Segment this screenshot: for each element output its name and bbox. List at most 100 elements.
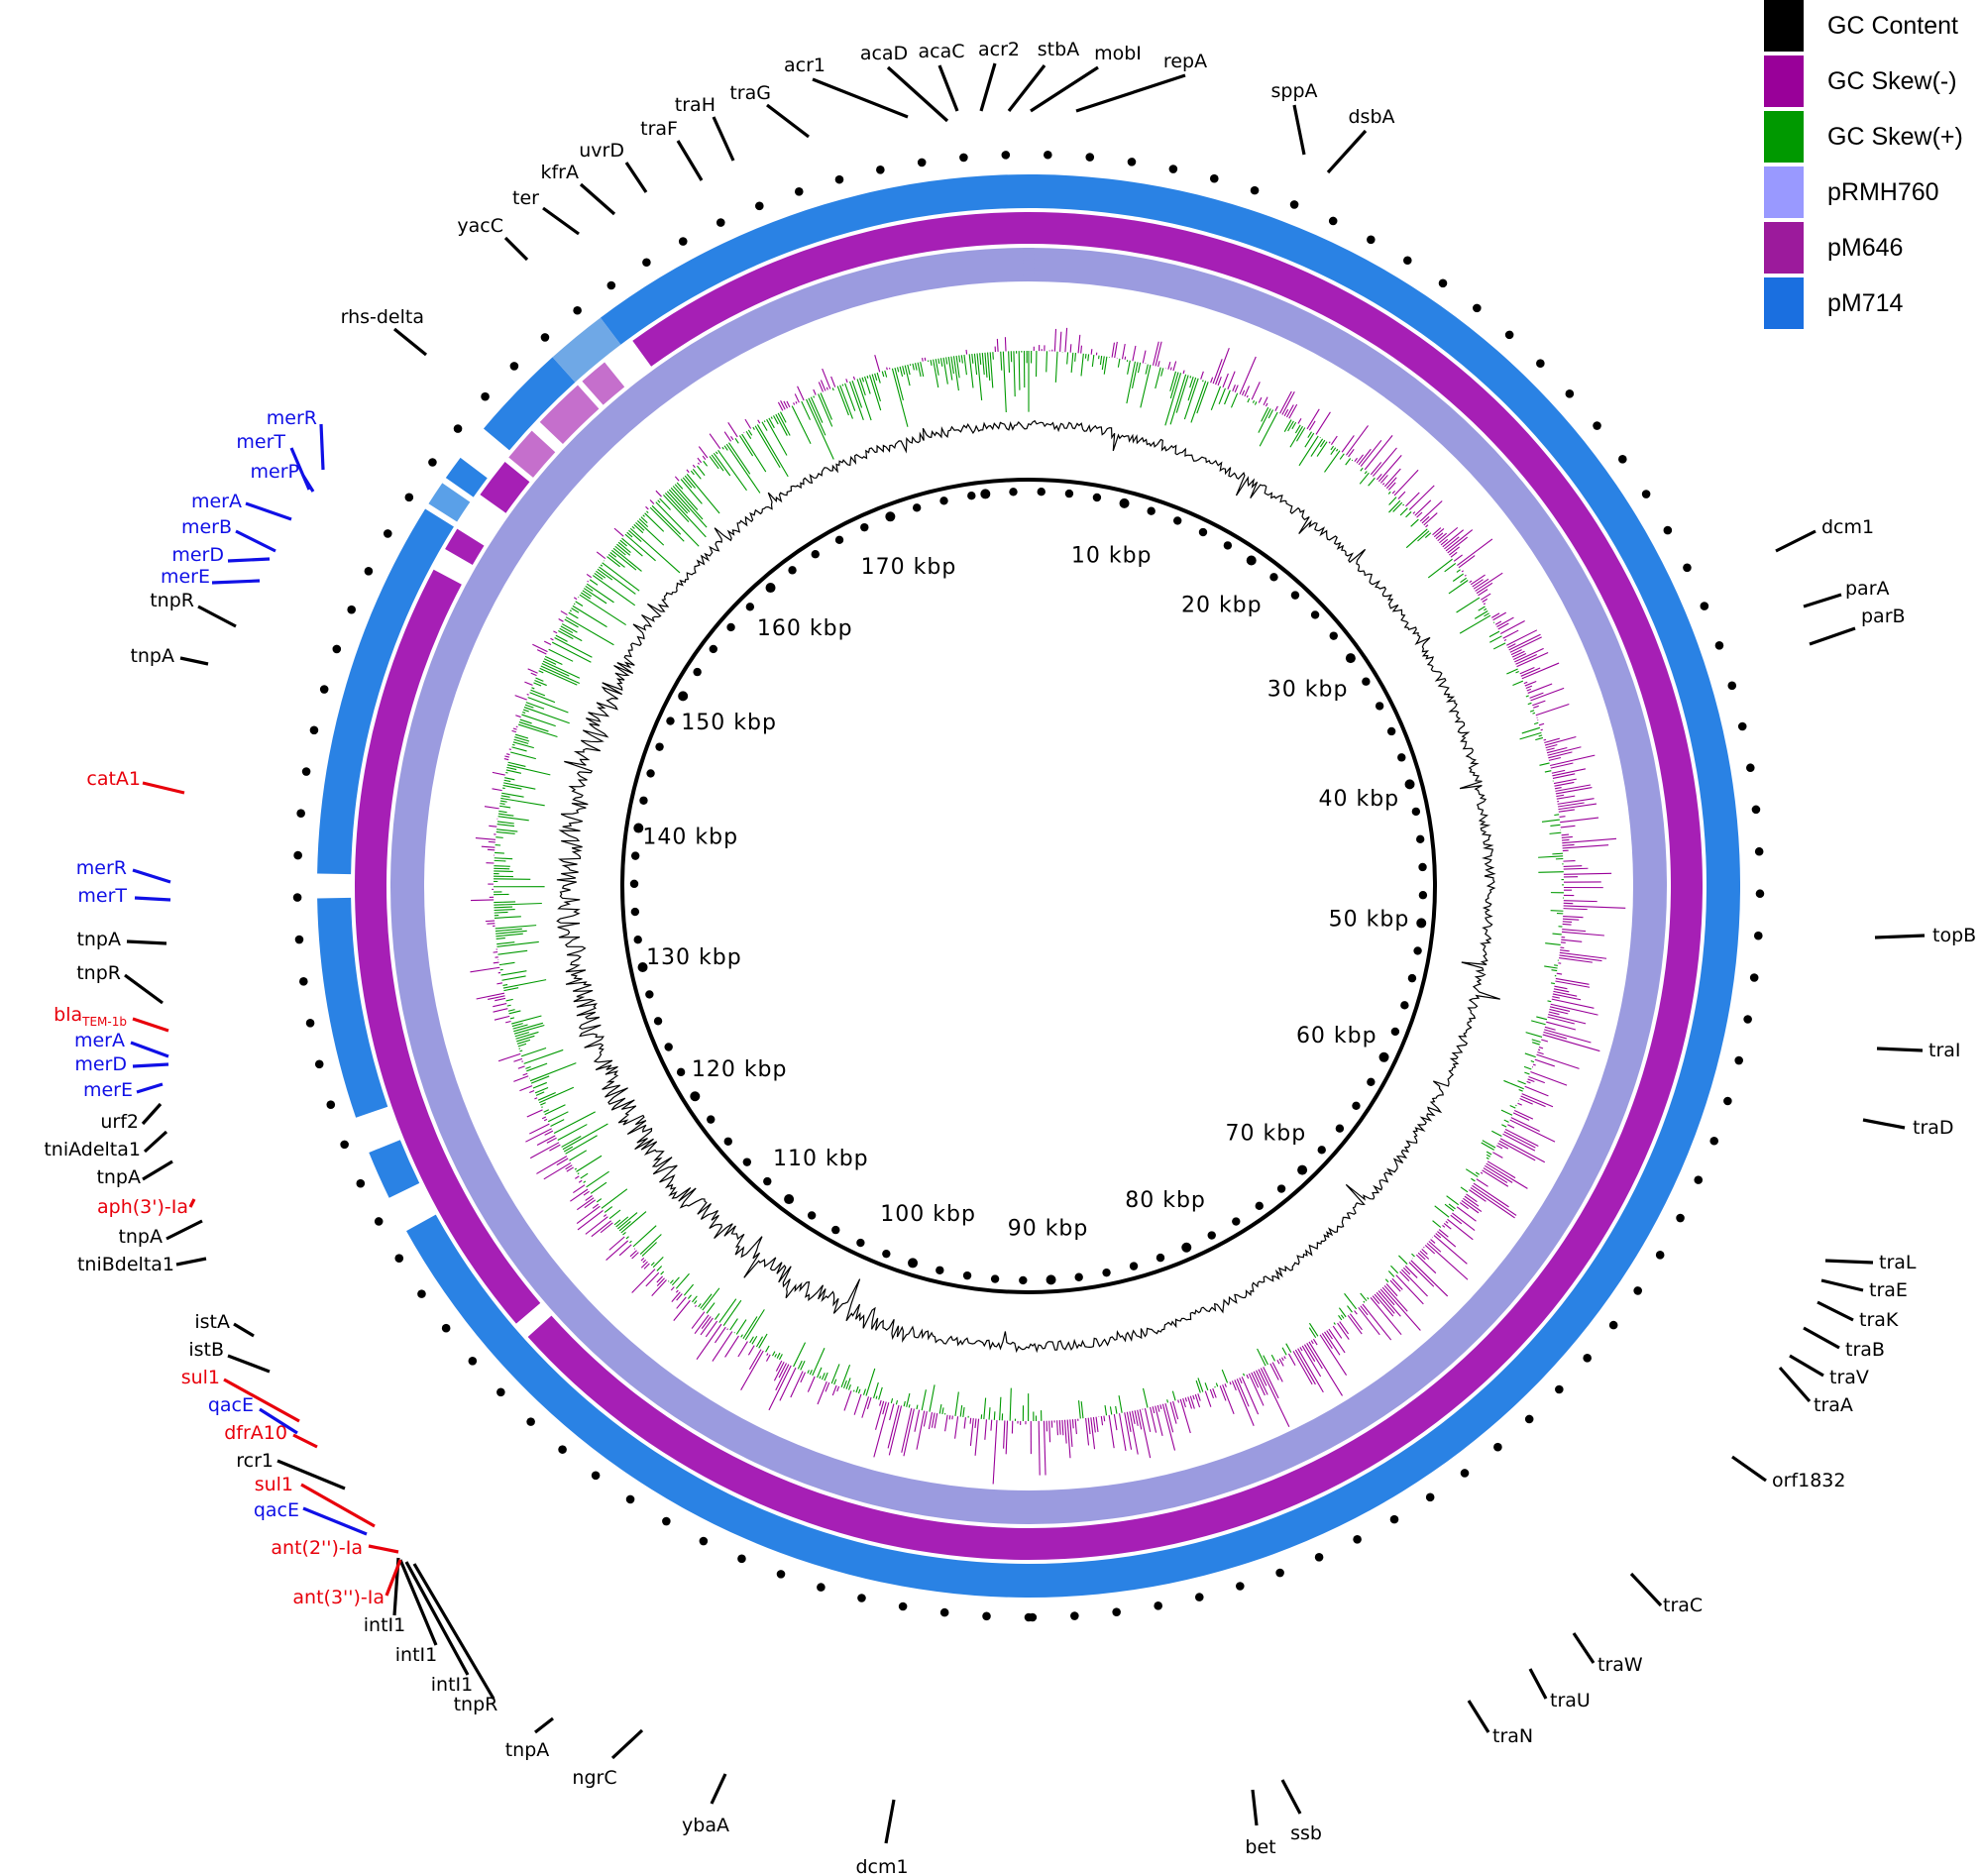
skew-bar [780, 400, 786, 410]
skew-bar [1367, 1296, 1370, 1300]
skew-bar [1550, 1003, 1598, 1016]
gene-label: traH [675, 94, 716, 116]
skew-bar [596, 570, 606, 579]
skew-bar [871, 374, 881, 402]
skew-bar [503, 987, 519, 992]
skew-bar [1423, 1246, 1425, 1249]
gene-dot [573, 305, 582, 315]
skew-bar [561, 623, 578, 633]
skew-bar [1476, 1178, 1488, 1187]
skew-bar [907, 364, 911, 376]
gene-label: rcr1 [236, 1450, 274, 1472]
skew-bar [742, 1316, 758, 1340]
skew-bar [692, 469, 702, 480]
skew-bar [523, 707, 570, 724]
skew-bar [506, 753, 510, 756]
skew-bar [766, 1353, 769, 1356]
skew-bar [651, 1279, 667, 1296]
skew-bar [1546, 746, 1568, 754]
skew-bar [1489, 635, 1502, 643]
skew-bar [874, 355, 881, 373]
skew-bar [563, 1146, 574, 1153]
gene-label: tnpR [76, 962, 121, 984]
skew-bar [536, 1156, 568, 1174]
skew-bar [1134, 1410, 1139, 1426]
axis-tick [709, 644, 718, 654]
skew-bar [516, 1035, 535, 1043]
skew-bar [709, 433, 721, 450]
gene-leader-line [503, 236, 529, 262]
gene-leader-line [227, 1354, 271, 1374]
gene-dot [1714, 640, 1724, 650]
skew-bar [817, 1367, 823, 1379]
skew-bar [515, 715, 521, 718]
skew-bar [1349, 1313, 1363, 1331]
skew-bar [797, 1360, 803, 1370]
skew-bar [590, 1181, 607, 1194]
ring-segment-pm714 [317, 897, 388, 1118]
gene-label: merE [83, 1079, 133, 1101]
skew-bar [686, 469, 690, 474]
gene-dot [1028, 1612, 1038, 1622]
skew-bar [852, 1389, 855, 1392]
skew-bar [1475, 1171, 1481, 1175]
gene-leader-line [1292, 104, 1306, 156]
gene-dot [468, 1356, 478, 1366]
skew-bar [470, 966, 500, 973]
skew-bar [810, 396, 824, 423]
axis-tick [962, 1270, 972, 1280]
skew-bar [488, 840, 496, 843]
skew-bar [1511, 650, 1525, 658]
gene-dot [817, 1583, 826, 1592]
skew-bar [1499, 1138, 1546, 1163]
gene-label: urf2 [100, 1111, 139, 1133]
skew-bar [1525, 695, 1529, 698]
skew-bar [1470, 574, 1486, 586]
skew-bar [1434, 1205, 1450, 1218]
skew-bar [1563, 915, 1584, 919]
skew-bar [948, 1415, 951, 1420]
skew-bar [645, 505, 649, 510]
skew-bar [1194, 1393, 1201, 1408]
skew-bar [1488, 630, 1500, 638]
gene-dot [292, 893, 302, 902]
skew-bar [569, 1150, 588, 1161]
skew-bar [512, 741, 534, 749]
skew-bar [1212, 359, 1223, 385]
skew-bar [889, 1403, 895, 1421]
gene-dot [1085, 153, 1095, 162]
axis-tick [645, 990, 654, 999]
skew-bar [969, 1417, 972, 1424]
skew-bar [894, 368, 904, 401]
skew-bar [1383, 1284, 1408, 1312]
gene-label: traK [1859, 1309, 1899, 1331]
skew-bar [1258, 1369, 1267, 1386]
skew-bar [1559, 956, 1593, 963]
axis-tick [1064, 489, 1074, 498]
skew-bar [513, 1057, 523, 1062]
skew-bar [1538, 722, 1545, 726]
skew-bar [727, 422, 738, 438]
skew-bar [1358, 1306, 1380, 1336]
skew-bar [1543, 738, 1547, 741]
skew-bar [938, 1403, 942, 1414]
skew-bar [611, 549, 637, 571]
skew-bar [1137, 362, 1142, 374]
skew-bar [656, 1266, 663, 1271]
skew-bar [495, 925, 537, 930]
skew-bar [809, 1370, 813, 1376]
skew-bar [916, 1404, 919, 1410]
skew-bar [624, 533, 656, 562]
skew-bar [1563, 865, 1583, 867]
skew-bar [1377, 1290, 1401, 1317]
skew-bar [1387, 1270, 1395, 1277]
axis-tick [1037, 488, 1046, 497]
skew-bar [1500, 619, 1525, 634]
gene-label: merT [77, 885, 127, 907]
gene-dot [1353, 1535, 1362, 1544]
skew-bar [851, 380, 863, 408]
skew-bar [1281, 1357, 1284, 1362]
gene-dot [1743, 1015, 1752, 1024]
gene-leader-line [276, 1459, 346, 1490]
skew-bar [1450, 1214, 1463, 1225]
